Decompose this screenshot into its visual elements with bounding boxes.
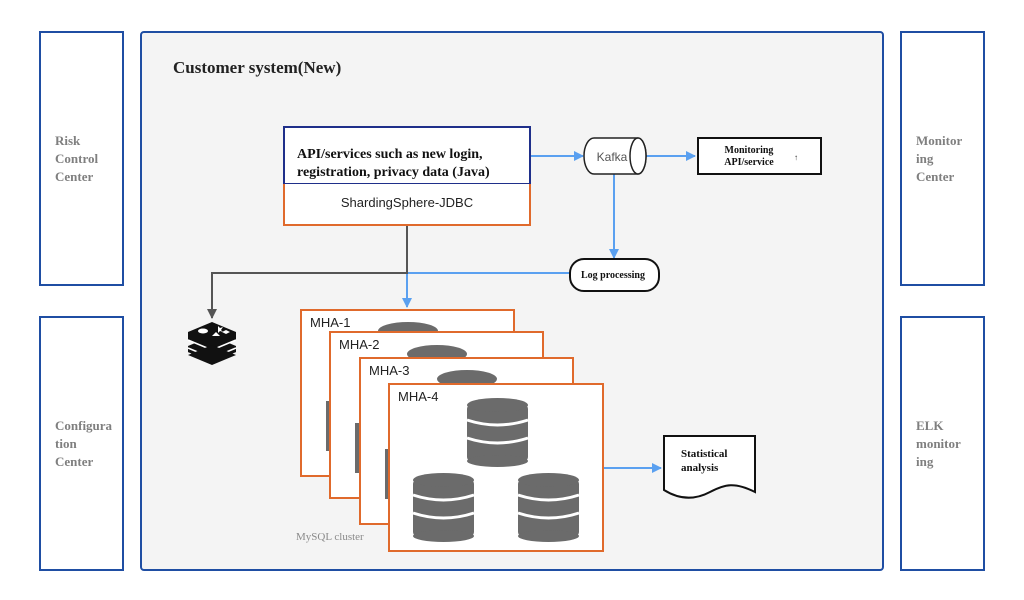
statistical-line2: analysis	[681, 462, 719, 474]
risk-control-center-panel: Risk Control Center	[39, 31, 124, 286]
log-processing-label: Log processing	[581, 270, 645, 281]
monitoring-center-panel: Monitor ing Center	[900, 31, 985, 286]
elk-monitoring-panel: ELK monitor ing	[900, 316, 985, 571]
elk-monitoring-label: ELK monitor ing	[916, 417, 961, 469]
api-services-label: API/services such as new login, registra…	[297, 147, 490, 180]
redis-icon	[187, 322, 237, 365]
monitoring-api-mark: ↑	[794, 153, 798, 162]
statistical-line1: Statistical	[681, 448, 727, 460]
risk-control-center-label: Risk Control Center	[55, 132, 99, 184]
monitoring-api-node: Monitoring API/service ↑	[697, 137, 822, 175]
mha-2-label: MHA-2	[339, 337, 380, 352]
jdbc-label: ShardingSphere-JDBC	[340, 195, 474, 210]
monitoring-center-label: Monitor ing Center	[916, 132, 963, 184]
monitoring-api-line2: API/service	[724, 157, 774, 168]
log-processing-node: Log processing	[569, 258, 660, 292]
mha-4-label: MHA-4	[398, 389, 439, 404]
configuration-center-label: Configura tion Center	[55, 417, 113, 469]
configuration-center-panel: Configura tion Center	[39, 316, 124, 571]
mha-4-db-icons	[412, 398, 580, 542]
kafka-label: Kafka	[597, 150, 628, 164]
statistical-analysis-node: Statistical analysis	[663, 435, 756, 499]
database-icon	[517, 473, 580, 542]
kafka-node: Kafka	[583, 137, 647, 175]
mha-1-label: MHA-1	[310, 315, 351, 330]
database-icon	[466, 398, 529, 467]
api-services-box: API/services such as new login, registra…	[283, 126, 531, 185]
database-icon	[412, 473, 475, 542]
shardingsphere-jdbc-box: ShardingSphere-JDBC	[283, 184, 531, 226]
arrow-jdbc-to-cache	[207, 226, 408, 319]
mysql-cluster-label: MySQL cluster	[296, 531, 364, 543]
mha-group-4: MHA-4	[388, 383, 604, 552]
mha-3-label: MHA-3	[369, 363, 410, 378]
monitoring-api-line1: Monitoring	[725, 145, 774, 156]
customer-system-title: Customer system(New)	[173, 58, 342, 77]
